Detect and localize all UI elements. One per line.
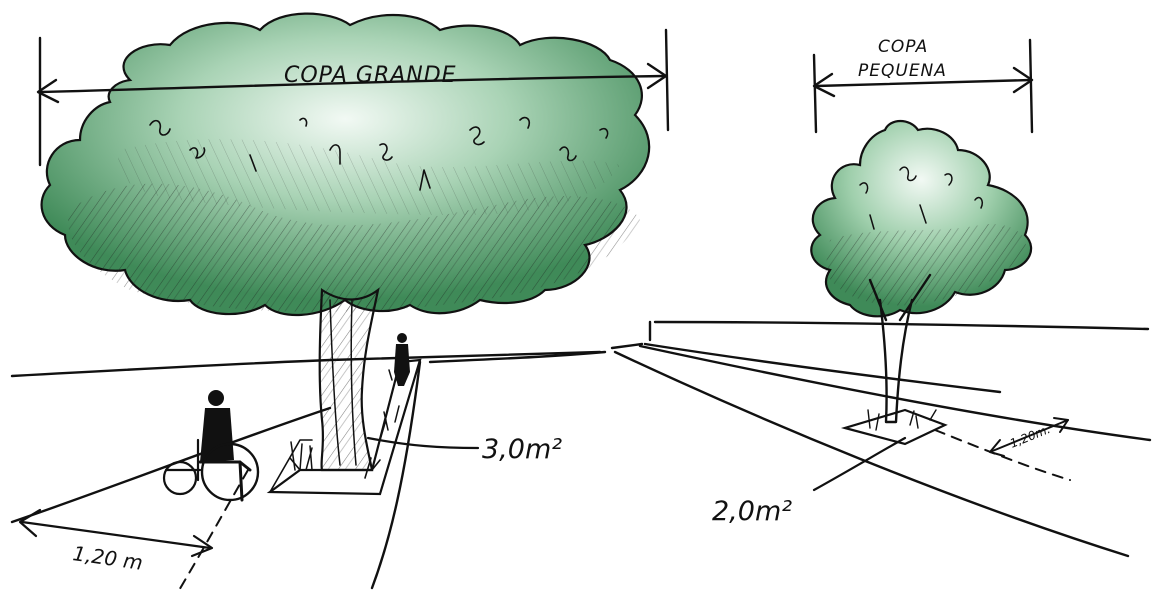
wheelchair-user (164, 390, 258, 500)
label-small-canopy-line2: PEQUENA (858, 61, 947, 81)
label-sidewalk-left: 1,20 m (71, 541, 144, 575)
label-large-canopy: COPA GRANDE (284, 63, 457, 88)
wheelchair-wheel-small (164, 462, 196, 494)
dashed-guides (178, 430, 1070, 592)
dim-small-right-tick (1030, 40, 1032, 132)
label-small-canopy-line1: COPA (878, 37, 928, 57)
horizon-gap-line (612, 344, 642, 348)
small-tree-shading (825, 224, 1026, 305)
dim-sidewalk-left-line (22, 522, 210, 548)
pedestrian (394, 333, 410, 386)
far-curb-line-right (655, 322, 1148, 329)
curb-edge-left (372, 362, 420, 588)
small-tree (811, 121, 1031, 444)
large-tree-trunk (320, 290, 378, 470)
leader-large-pit (368, 438, 478, 448)
small-tree-grass (868, 410, 936, 430)
dim-small-left-tick (814, 55, 816, 132)
pedestrian-body (394, 344, 410, 386)
label-sidewalk-right: 1,20m. (1008, 422, 1052, 451)
label-small-pit-area: 2,0m² (712, 496, 792, 527)
wheelchair-user-body (200, 408, 234, 462)
area-leaders (368, 438, 905, 490)
pedestrian-head (397, 333, 407, 343)
label-large-pit-area: 3,0m² (482, 434, 562, 465)
small-tree-pit (845, 410, 945, 444)
dashed-guide-left (178, 470, 248, 592)
sidewalk-line-right (640, 346, 1150, 440)
dim-large-right-tick (666, 30, 668, 130)
street-lines (12, 322, 1150, 588)
wheelchair-user-head (208, 390, 224, 406)
curb-edge-right (615, 352, 1128, 556)
far-curb-line-left (12, 352, 600, 376)
